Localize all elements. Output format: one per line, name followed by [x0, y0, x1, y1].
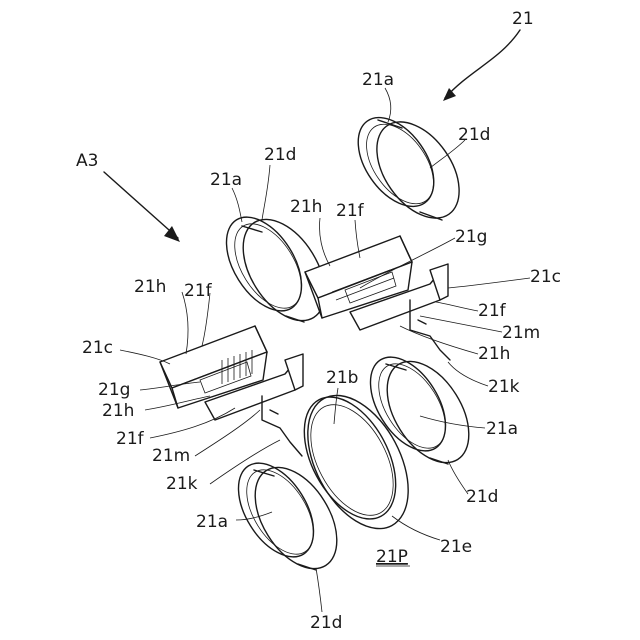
label-21g-left: 21g: [98, 380, 130, 400]
label-21a-right-lower: 21a: [486, 419, 518, 439]
label-21a-bottom: 21a: [196, 512, 228, 532]
label-21d-bottom: 21d: [310, 613, 342, 633]
assembly-arrow: [443, 30, 520, 101]
ring-bottom-left: [223, 450, 354, 583]
label-21d-top: 21d: [458, 125, 490, 145]
tray-left: [160, 326, 303, 456]
label-21a-top: 21a: [362, 70, 394, 90]
label-21h-right: 21h: [478, 344, 510, 364]
label-assembly: 21: [512, 9, 534, 29]
label-21h-left: 21h: [102, 401, 134, 421]
label-21g-right: 21g: [455, 227, 487, 247]
label-21a-left: 21a: [210, 170, 242, 190]
label-21k-right: 21k: [488, 377, 520, 397]
label-21h-left-tray: 21h: [134, 277, 166, 297]
label-view-arrow: A3: [76, 151, 98, 171]
label-part-ref: 21P: [376, 547, 408, 567]
label-21d-right-lower: 21d: [466, 487, 498, 507]
tray-right: [305, 236, 450, 360]
label-21f-left: 21f: [116, 429, 145, 449]
label-21m-left: 21m: [152, 446, 190, 466]
view-arrow-a3: [104, 172, 180, 242]
label-21f-left-tray: 21f: [184, 281, 213, 301]
label-21d-left: 21d: [264, 145, 296, 165]
leader-lines: [120, 88, 530, 612]
label-21h-right-tray: 21h: [290, 197, 322, 217]
label-21c-right: 21c: [530, 267, 561, 287]
ring-center-large: [285, 379, 428, 546]
callout-labels: 21 A3 21a 21d 21d 21a 21h 21f 21g 21c 21…: [76, 9, 561, 633]
label-21b: 21b: [326, 368, 358, 388]
label-21f-right: 21f: [478, 301, 507, 321]
label-21k-left: 21k: [166, 474, 198, 494]
label-21c-left: 21c: [82, 338, 113, 358]
label-21e: 21e: [440, 537, 472, 557]
label-21m-right: 21m: [502, 323, 540, 343]
label-21f-right-tray: 21f: [336, 201, 365, 221]
ring-right-lower: [355, 344, 486, 477]
